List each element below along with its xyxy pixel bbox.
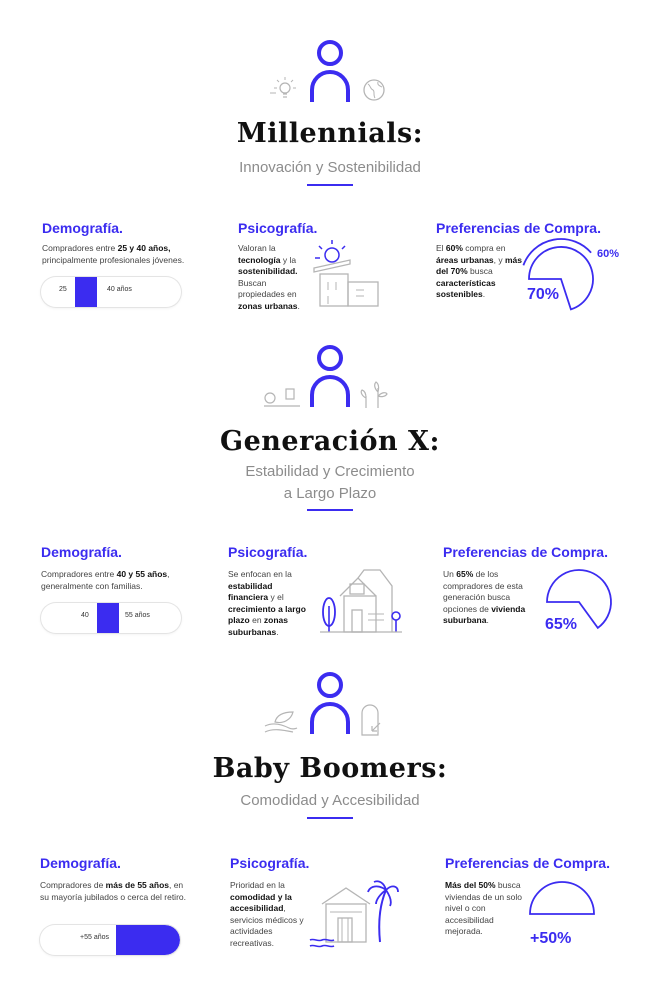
percentage-chart bbox=[522, 238, 594, 311]
preferencias-text: Más del 50% busca viviendas de un solo n… bbox=[445, 880, 523, 936]
person-icon bbox=[310, 345, 350, 407]
preferencias-heading: Preferencias de Compra. bbox=[443, 544, 608, 560]
section-subtitle: Comodidad y Accesibilidad bbox=[240, 792, 420, 809]
person-icon bbox=[310, 40, 350, 102]
age-end-label: 40 años bbox=[107, 286, 132, 293]
demografia-heading: Demografía. bbox=[41, 544, 122, 560]
age-start-label: 25 bbox=[59, 286, 67, 293]
pct-50-label: +50% bbox=[530, 930, 572, 947]
age-start-label: +55 años bbox=[80, 934, 109, 941]
preferencias-heading: Preferencias de Compra. bbox=[436, 220, 601, 236]
donut-ring-65 bbox=[546, 569, 612, 630]
person-icon bbox=[310, 672, 350, 734]
demografia-text: Compradores entre 40 y 55 años, generalm… bbox=[41, 569, 170, 591]
section-title: Generación X: bbox=[220, 426, 440, 457]
psicografia-heading: Psicografía. bbox=[228, 544, 308, 560]
beach-house-icon bbox=[309, 880, 399, 948]
suburban-house-icon bbox=[320, 569, 402, 633]
preferencias-text: El 60% compra en áreas urbanas, y más de… bbox=[436, 243, 523, 299]
section-subtitle-line-2: a Largo Plazo bbox=[283, 485, 377, 502]
section-title: Millennials: bbox=[236, 118, 424, 149]
age-range-bar: 25 40 años bbox=[41, 277, 181, 307]
title-underline bbox=[307, 817, 353, 819]
age-range-fill bbox=[97, 603, 119, 633]
solar-building-icon bbox=[313, 240, 379, 307]
hand-leaf-icon bbox=[264, 711, 298, 733]
globe-icon bbox=[363, 79, 385, 101]
psicografia-heading: Psicografía. bbox=[238, 220, 318, 236]
demografia-text: Compradores de más de 55 años, en su may… bbox=[40, 880, 186, 902]
psicografia-heading: Psicografía. bbox=[230, 855, 310, 871]
psicografia-text: Valoran la tecnología y la sostenibilida… bbox=[238, 243, 300, 311]
preferencias-heading: Preferencias de Compra. bbox=[445, 855, 610, 871]
door-icon bbox=[361, 704, 381, 736]
title-underline bbox=[307, 509, 353, 511]
demografia-heading: Demografía. bbox=[42, 220, 123, 236]
section-subtitle-line-1: Estabilidad y Crecimiento bbox=[245, 463, 415, 480]
pct-70-label: 70% bbox=[527, 286, 560, 303]
pct-60-label: 60% bbox=[597, 248, 620, 260]
scale-icon bbox=[264, 388, 300, 407]
title-underline bbox=[307, 184, 353, 186]
age-range-fill bbox=[75, 277, 97, 307]
percentage-chart bbox=[529, 881, 595, 915]
donut-ring-70 bbox=[528, 246, 594, 311]
age-start-label: 40 bbox=[81, 612, 89, 619]
age-range-bar: +55 años bbox=[40, 925, 180, 955]
demografia-heading: Demografía. bbox=[40, 855, 121, 871]
donut-ring-60 bbox=[522, 238, 592, 266]
section-title: Baby Boomers: bbox=[212, 753, 448, 784]
age-range-bar: 40 55 años bbox=[41, 603, 181, 633]
donut-ring-50 bbox=[529, 881, 595, 915]
section-subtitle: Innovación y Sostenibilidad bbox=[239, 159, 421, 176]
plant-icon bbox=[360, 381, 388, 408]
demografia-text: Compradores entre 25 y 40 años, principa… bbox=[42, 243, 185, 265]
percentage-chart bbox=[546, 569, 612, 630]
psicografia-text: Prioridad en la comodidad y la accesibil… bbox=[230, 880, 304, 948]
psicografia-text: Se enfocan en la estabilidad financiera … bbox=[228, 569, 306, 637]
age-end-label: 55 años bbox=[125, 612, 150, 619]
preferencias-text: Un 65% de los compradores de esta genera… bbox=[443, 569, 526, 625]
age-range-fill bbox=[116, 925, 180, 955]
pct-65-label: 65% bbox=[545, 616, 578, 633]
lightbulb-icon bbox=[270, 77, 296, 98]
